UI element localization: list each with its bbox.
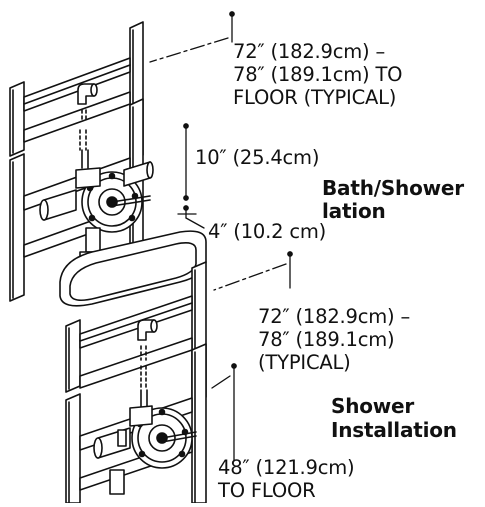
bathtub bbox=[59, 230, 207, 307]
upper-height-label-line2: 78″ (189.1cm) TO bbox=[233, 63, 403, 86]
shower-valve bbox=[93, 389, 197, 495]
shower-heading-line2: Installation bbox=[331, 418, 457, 442]
lower-height-label-line3: (TYPICAL) bbox=[258, 351, 351, 374]
shower-head-elbow bbox=[137, 319, 158, 391]
bath-shower-heading-line2: lation bbox=[322, 199, 386, 223]
offset-label: 4″ (10.2 cm) bbox=[208, 220, 327, 243]
upper-height-label-line3: FLOOR (TYPICAL) bbox=[233, 86, 397, 109]
spacing-label: 10″ (25.4cm) bbox=[195, 146, 320, 169]
upper-height-label-line1: 72″ (182.9cm) – bbox=[233, 40, 386, 63]
lower-height-label-line1: 72″ (182.9cm) – bbox=[258, 305, 411, 328]
lower-height-label-line2: 78″ (189.1cm) bbox=[258, 328, 395, 351]
valve-height-label-line2: TO FLOOR bbox=[218, 479, 316, 502]
dimension-lines bbox=[149, 11, 293, 461]
bath-shower-heading-line1: Bath/Shower bbox=[322, 176, 464, 200]
valve-height-label-line1: 48″ (121.9cm) bbox=[218, 456, 355, 479]
bath-shower-valve bbox=[39, 149, 154, 263]
shower-heading-line1: Shower bbox=[331, 394, 415, 418]
bath-shower-head-elbow bbox=[77, 83, 98, 151]
